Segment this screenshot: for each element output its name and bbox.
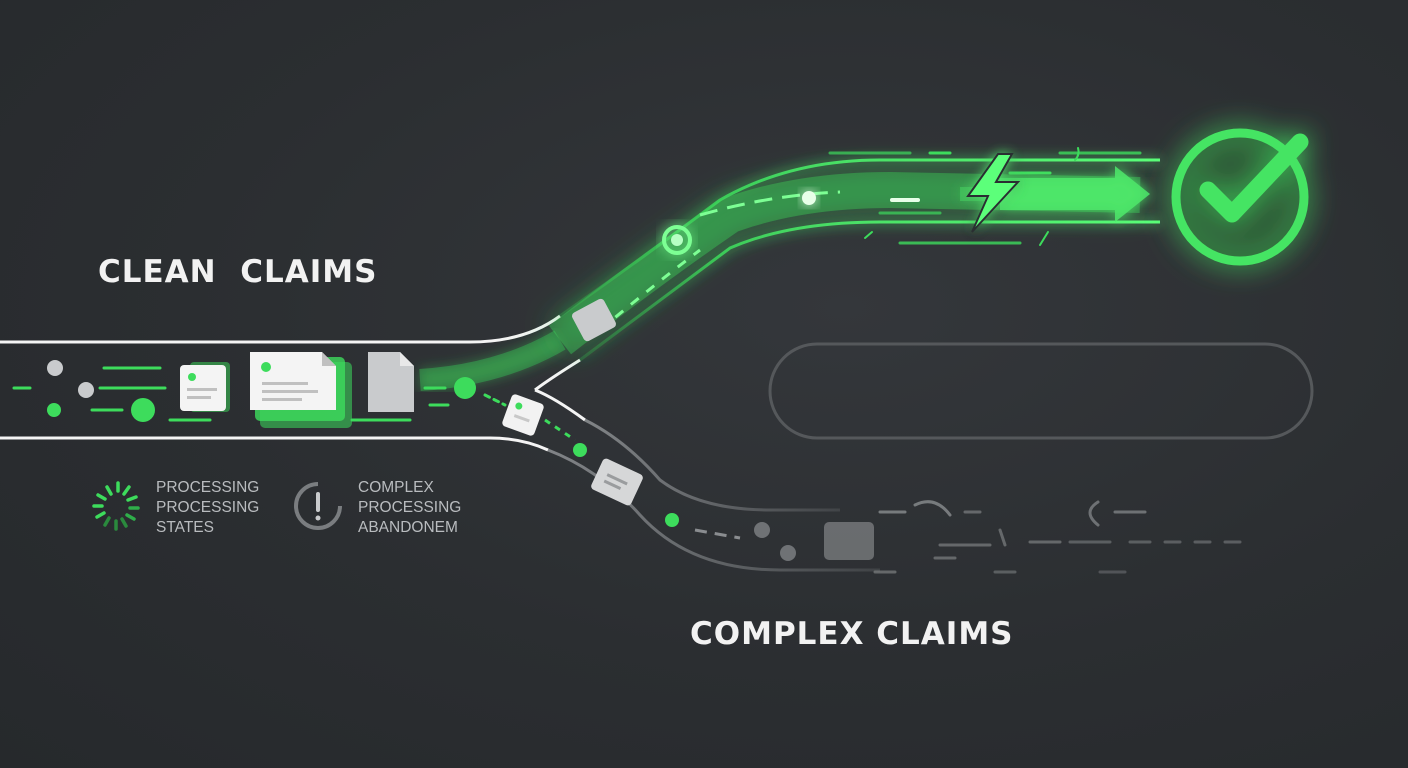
legend-processing-states: PROCESSING PROCESSING STATES — [156, 478, 259, 538]
checkmark-circle-icon — [1171, 128, 1309, 266]
split-inner-edge-lower — [534, 388, 586, 422]
split-inner-edge-upper — [534, 358, 581, 392]
complex-branch-bottom-edge — [547, 448, 880, 572]
complex-document-1 — [502, 394, 544, 436]
main-lane — [0, 314, 586, 452]
abandoned-fragments — [873, 500, 1242, 574]
clean-branch-bottom-edge — [579, 220, 1160, 362]
empty-status-capsule — [768, 342, 1314, 440]
legend-processing-line-1: PROCESSING — [156, 479, 260, 496]
complex-branch-node-4 — [780, 545, 796, 561]
complex-branch-node-2 — [665, 513, 679, 527]
lightning-bolt-icon — [966, 153, 1021, 233]
complex-branch-node-3 — [754, 522, 770, 538]
complex-claims-label: COMPLEX CLAIMS — [690, 616, 1014, 652]
clean-branch — [548, 147, 1160, 362]
lane-dot-2 — [78, 382, 94, 398]
complex-branch-top-edge — [584, 418, 840, 512]
plain-document — [368, 352, 414, 412]
main-lane-bottom-edge — [0, 436, 549, 452]
lane-speed-lines — [12, 366, 507, 422]
speed-streaks — [828, 147, 1142, 246]
complex-branch-dashes — [694, 528, 741, 540]
legend-processing-line-2: PROCESSING — [156, 499, 260, 516]
clean-branch-glow — [548, 171, 1141, 355]
lane-dot-5 — [454, 377, 476, 399]
clean-branch-speed-line — [699, 190, 841, 217]
clean-branch-node-ring — [662, 225, 692, 255]
claim-card-small — [180, 362, 230, 412]
legend-complex-line-3: ABANDONEM — [358, 519, 458, 536]
complex-document-3 — [824, 522, 874, 560]
clean-branch-document — [572, 298, 616, 342]
complex-branch-node-1 — [573, 443, 587, 457]
legend-complex-line-2: PROCESSING — [358, 499, 462, 516]
legend-processing-line-3: STATES — [156, 519, 214, 536]
clean-branch-node-core — [671, 234, 683, 246]
lane-items — [12, 352, 507, 428]
main-lane-top-edge — [0, 314, 561, 344]
complex-branch — [502, 394, 1242, 574]
complex-branch-entry-dashes — [544, 418, 576, 442]
lane-dot-3 — [47, 403, 61, 417]
lane-dot-1 — [47, 360, 63, 376]
lane-flow-glow — [419, 330, 566, 391]
lane-dot-4 — [131, 398, 155, 422]
complex-document-2 — [591, 458, 643, 506]
legend-complex-abandonment: COMPLEX PROCESSING ABANDONEM — [358, 478, 470, 538]
claim-card-large — [250, 352, 352, 428]
legend-complex-line-1: COMPLEX — [358, 479, 434, 496]
clean-claims-label: CLEAN CLAIMS — [98, 254, 378, 290]
spinner-icon — [92, 481, 140, 531]
clean-branch-spark — [802, 191, 816, 205]
alert-circle-icon — [294, 482, 342, 530]
